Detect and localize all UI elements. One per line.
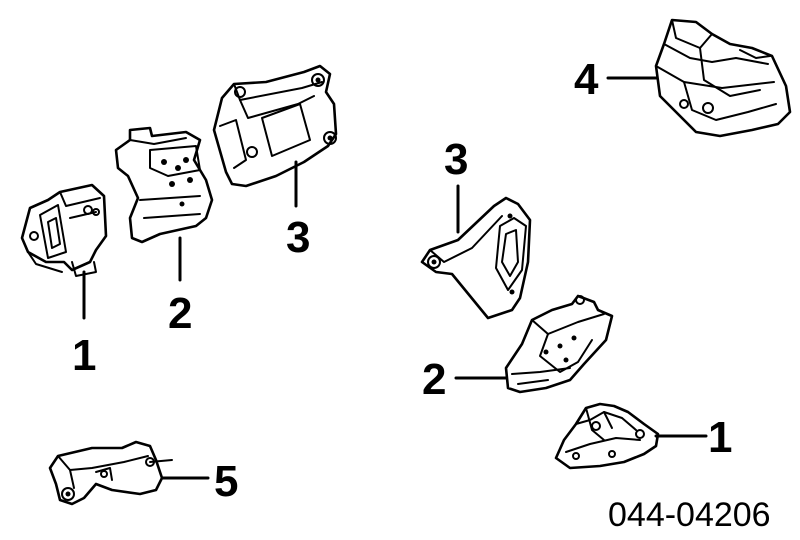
callout-right-2: 2 bbox=[422, 355, 446, 404]
right-part-4 bbox=[654, 18, 792, 138]
right-part-1 bbox=[554, 402, 660, 470]
callout-right-3: 3 bbox=[444, 135, 468, 184]
leader-lines bbox=[82, 76, 708, 480]
left-part-1 bbox=[20, 183, 108, 277]
callout-left-3: 3 bbox=[286, 213, 310, 262]
part-5 bbox=[48, 440, 173, 506]
left-part-2 bbox=[114, 126, 214, 244]
left-part-3 bbox=[212, 64, 338, 188]
right-part-2 bbox=[504, 294, 614, 394]
callout-part-4: 4 bbox=[574, 55, 599, 104]
callout-left-2: 2 bbox=[168, 289, 192, 338]
right-part-3 bbox=[420, 196, 532, 320]
callout-part-5: 5 bbox=[214, 457, 238, 506]
callout-left-1: 1 bbox=[72, 331, 96, 380]
diagram-code: 044-04206 bbox=[608, 496, 771, 534]
callout-right-1: 1 bbox=[708, 413, 732, 462]
